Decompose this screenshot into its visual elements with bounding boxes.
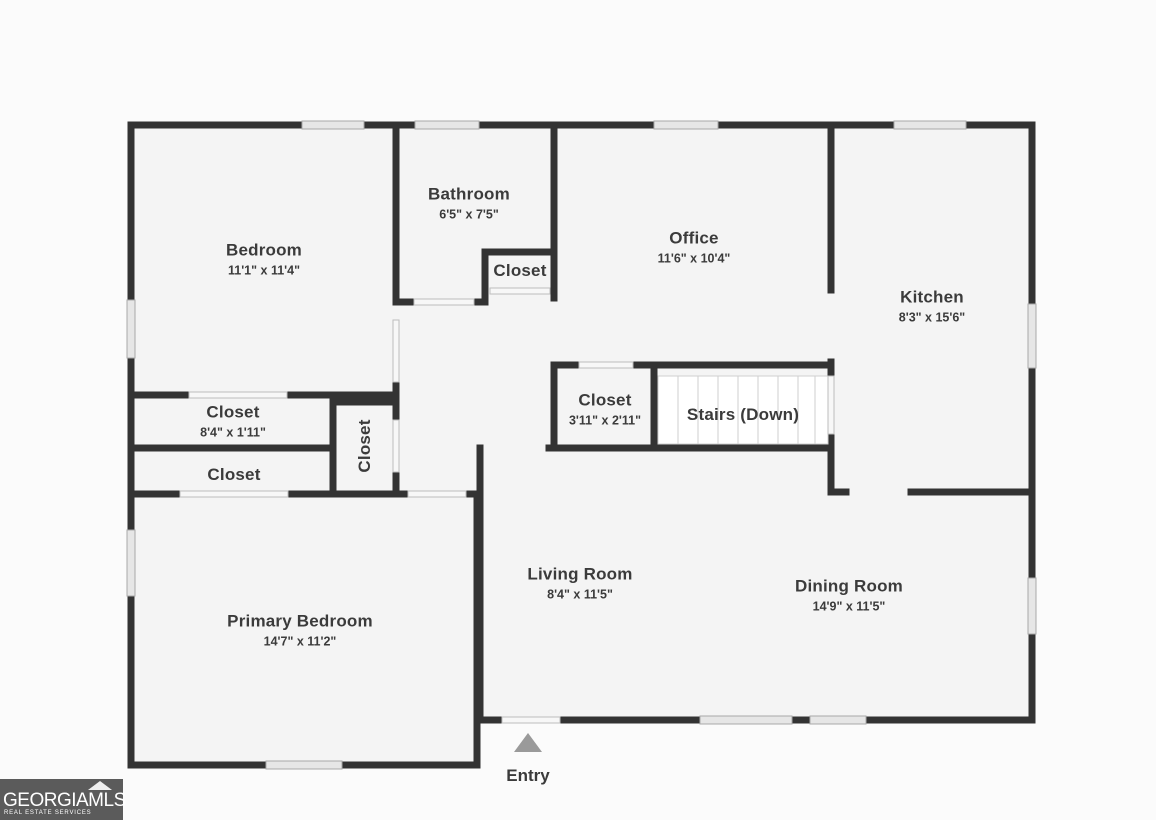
room-closet-a: Closet 8'4" x 1'11" <box>200 403 266 440</box>
room-name: Bathroom <box>428 184 510 204</box>
room-closet-vertical: Closet <box>355 419 375 472</box>
room-bedroom: Bedroom 11'1" x 11'4" <box>226 241 302 278</box>
room-office: Office 11'6" x 10'4" <box>658 229 731 266</box>
room-kitchen: Kitchen 8'3" x 15'6" <box>899 288 965 325</box>
entry-arrow-icon <box>514 733 542 752</box>
house-roof-icon <box>88 781 112 790</box>
stair-treads <box>657 375 829 445</box>
room-dimensions: 8'4" x 1'11" <box>200 425 266 440</box>
room-stairs: Stairs (Down) <box>687 405 799 425</box>
room-name: Living Room <box>527 564 633 584</box>
room-name: Closet <box>578 390 632 410</box>
room-bathroom: Bathroom 6'5" x 7'5" <box>428 185 510 222</box>
openings <box>179 287 835 724</box>
room-name: Closet <box>493 261 547 281</box>
room-dining-room: Dining Room 14'9" x 11'5" <box>795 577 903 614</box>
room-dimensions: 14'7" x 11'2" <box>263 634 337 649</box>
room-dimensions: 11'1" x 11'4" <box>227 263 301 278</box>
room-name: Closet <box>355 419 375 473</box>
room-dimensions: 14'9" x 11'5" <box>812 599 886 614</box>
room-name: Office <box>669 228 719 248</box>
room-name: Closet <box>206 402 260 422</box>
windows <box>126 120 1037 770</box>
logo-sub-text: REAL ESTATE SERVICES <box>4 810 92 816</box>
room-name: Closet <box>207 465 261 485</box>
room-name: Primary Bedroom <box>227 611 373 631</box>
room-dimensions: 11'6" x 10'4" <box>657 251 731 266</box>
room-primary-bedroom: Primary Bedroom 14'7" x 11'2" <box>227 612 373 649</box>
room-bath-closet: Closet <box>493 261 546 281</box>
georgia-mls-logo: GEORGIAMLS REAL ESTATE SERVICES <box>0 779 126 820</box>
room-dimensions: 8'3" x 15'6" <box>898 310 966 325</box>
room-dimensions: 8'4" x 11'5" <box>547 587 613 602</box>
room-name: Bedroom <box>225 240 303 260</box>
room-closet-b: Closet <box>207 465 260 485</box>
room-closet-stairs: Closet 3'11" x 2'11" <box>569 391 641 428</box>
room-dimensions: 3'11" x 2'11" <box>568 413 642 428</box>
logo-main-text: GEORGIAMLS <box>3 790 126 811</box>
room-dimensions: 6'5" x 7'5" <box>439 207 499 222</box>
room-living-room: Living Room 8'4" x 11'5" <box>527 565 632 602</box>
entry-label: Entry <box>506 766 550 785</box>
room-name: Dining Room <box>795 576 903 596</box>
room-name: Stairs (Down) <box>686 405 800 425</box>
room-name: Kitchen <box>900 287 964 307</box>
